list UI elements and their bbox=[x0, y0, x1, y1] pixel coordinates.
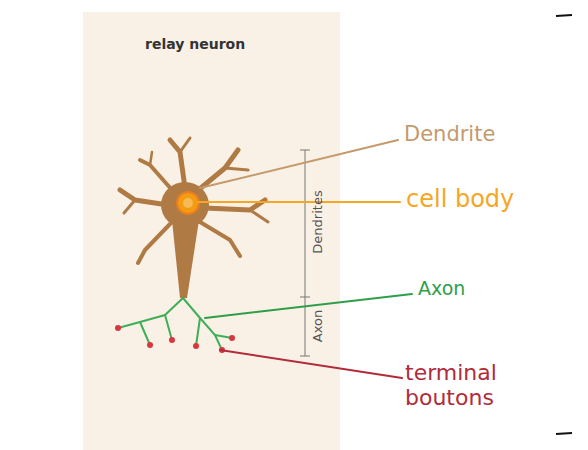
nucleus bbox=[177, 192, 199, 214]
axon-branches bbox=[118, 298, 232, 350]
part-label: terminal boutons bbox=[405, 360, 525, 411]
part-label: cell body bbox=[406, 186, 514, 214]
region-label: Dendrites bbox=[311, 190, 326, 253]
terminal-bouton-dots bbox=[115, 325, 235, 353]
part-label: Axon bbox=[418, 278, 465, 300]
part-label: Dendrite bbox=[404, 122, 495, 146]
figure-title: relay neuron bbox=[145, 36, 245, 52]
nucleolus bbox=[183, 198, 193, 208]
region-label: Axon bbox=[311, 310, 326, 342]
edge-mark bbox=[556, 15, 572, 16]
axon-hillock bbox=[172, 220, 199, 298]
region-bracket bbox=[300, 150, 310, 356]
leader-lines bbox=[198, 140, 412, 378]
edge-mark bbox=[556, 433, 572, 434]
panel-background bbox=[83, 12, 340, 450]
